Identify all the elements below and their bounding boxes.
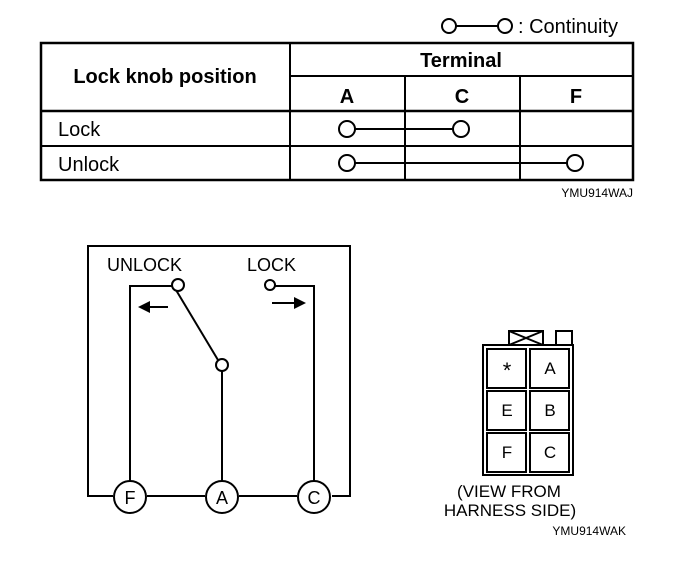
switch-housing	[87, 245, 351, 497]
table-figure-code: YMU914WAJ	[561, 186, 633, 200]
header-terminal: Terminal	[420, 50, 502, 72]
lock-contact	[264, 279, 276, 291]
legend-circle-left	[441, 18, 457, 34]
continuity-node-c	[452, 120, 470, 138]
connector-pin-star: *	[503, 358, 512, 383]
continuity-node-a	[338, 120, 356, 138]
lock-label: LOCK	[247, 255, 296, 275]
column-header-f: F	[570, 86, 582, 108]
continuity-node-a	[338, 154, 356, 172]
continuity-legend: : Continuity	[441, 16, 618, 38]
terminal-f-label: F	[125, 488, 136, 508]
connector-cell	[486, 432, 527, 473]
row-label-lock: Lock	[58, 119, 101, 141]
connector-lock-tab-cross2	[508, 330, 544, 346]
connector-cell	[529, 390, 570, 431]
connector-face	[482, 330, 574, 476]
switch-arm	[175, 289, 219, 361]
connector-caption-line1: (VIEW FROM	[457, 482, 561, 501]
terminal-f	[113, 480, 147, 514]
column-header-a: A	[340, 86, 354, 108]
unlock-arrow-head	[138, 301, 150, 313]
switch-schematic	[87, 245, 351, 497]
unlock-label: UNLOCK	[107, 255, 182, 275]
connector-pin-a: A	[544, 359, 556, 378]
continuity-node-f	[566, 154, 584, 172]
wire-c	[274, 285, 315, 481]
connector-figure-code: YMU914WAK	[552, 524, 626, 538]
column-header-c: C	[455, 86, 469, 108]
schematic-terminals	[113, 480, 331, 514]
terminal-c	[297, 480, 331, 514]
connector-cell	[486, 390, 527, 431]
connector-pin-b: B	[544, 401, 555, 420]
legend-circle-right	[497, 18, 513, 34]
connector-pin-f: F	[502, 443, 512, 462]
connector-cell	[529, 432, 570, 473]
terminal-a	[205, 480, 239, 514]
header-lock-knob-position: Lock knob position	[73, 66, 256, 88]
continuity-table	[39, 41, 635, 182]
switch-contacts	[171, 278, 276, 372]
continuity-unlock-a-f	[338, 154, 584, 172]
continuity-lock-a-c	[338, 120, 470, 138]
legend-text: : Continuity	[518, 16, 618, 38]
pivot-contact	[215, 358, 229, 372]
connector-pin-e: E	[501, 401, 512, 420]
unlock-contact	[171, 278, 185, 292]
connector-body	[482, 344, 574, 476]
connector-pin-c: C	[544, 443, 556, 462]
terminal-a-label: A	[216, 488, 228, 508]
row-label-unlock: Unlock	[58, 154, 120, 176]
lock-arrow-head	[294, 297, 306, 309]
wire-f	[129, 285, 172, 481]
connector-cell	[486, 348, 527, 389]
connector-cell	[529, 348, 570, 389]
terminal-c-label: C	[308, 488, 321, 508]
connector-small-tab	[555, 330, 573, 346]
connector-caption-line2: HARNESS SIDE)	[444, 501, 576, 520]
